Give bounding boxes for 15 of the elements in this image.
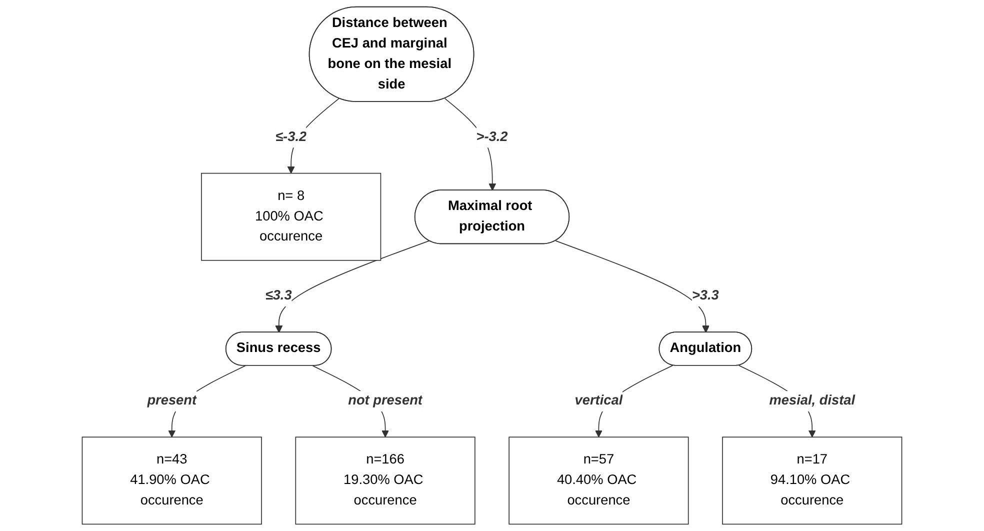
edge-label: ≤3.3 — [265, 288, 292, 304]
arrow — [275, 240, 430, 333]
node-box: n= 8 100% OAC occurence — [201, 172, 382, 261]
node-box: n=57 40.40% OAC occurence — [508, 436, 689, 525]
node-box: n=166 19.30% OAC occurence — [295, 436, 476, 525]
edge-label: not present — [348, 394, 422, 408]
node-box: n=43 41.90% OAC occurence — [82, 436, 262, 525]
edge-label: ≤-3.2 — [276, 130, 307, 144]
node-box: n=17 94.10% OAC occurence — [722, 436, 902, 525]
arrow — [555, 240, 710, 333]
edge-label: vertical — [574, 394, 623, 408]
edge-label: >-3.2 — [476, 130, 508, 144]
edge-label: mesial, distal — [769, 394, 856, 408]
edge-label: >3.3 — [692, 288, 719, 304]
edge-label: present — [147, 394, 197, 408]
